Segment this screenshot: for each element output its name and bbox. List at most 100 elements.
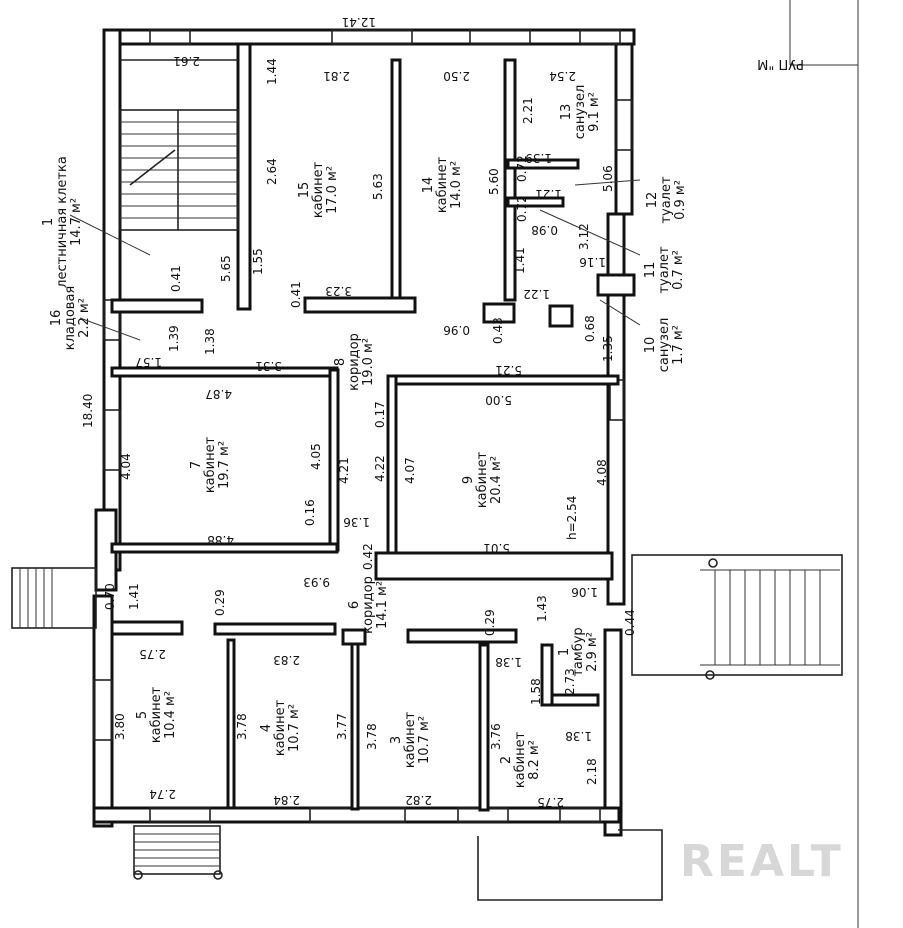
svg-text:14: 14 [421,177,436,194]
svg-text:0.96: 0.96 [443,323,470,337]
svg-text:14.1 м²: 14.1 м² [375,581,390,629]
svg-text:3.77: 3.77 [335,713,349,740]
svg-text:13: 13 [559,104,574,121]
svg-text:туалет: туалет [659,176,674,224]
overall-depth: 18.40 [81,394,95,428]
bottom-entrance-stairs [133,825,223,880]
room-11: 11 туалет 0.7 м² [643,246,686,294]
svg-text:2: 2 [499,756,514,764]
svg-text:4.04: 4.04 [119,453,133,480]
svg-text:1.55: 1.55 [251,248,265,275]
svg-text:4.07: 4.07 [403,457,417,484]
svg-text:10.7 м²: 10.7 м² [287,704,302,752]
svg-text:0.41: 0.41 [169,265,183,292]
svg-text:0.44: 0.44 [623,609,637,636]
svg-text:2.18: 2.18 [585,758,599,785]
svg-text:1.06: 1.06 [571,585,598,599]
svg-text:4.88: 4.88 [207,533,234,547]
svg-text:коридор: коридор [361,576,376,634]
svg-text:тамбур: тамбур [571,627,586,676]
watermark: REALT [680,836,844,887]
svg-text:0.7 м²: 0.7 м² [671,250,686,290]
room-1: 1 тамбур 2.9 м² [557,627,600,676]
svg-text:0.9 м²: 0.9 м² [673,180,688,220]
svg-text:0.70: 0.70 [103,583,117,610]
svg-text:19.7 м²: 19.7 м² [217,441,232,489]
svg-text:1.7 м²: 1.7 м² [671,325,686,365]
svg-text:2.82: 2.82 [405,793,432,807]
interior-walls [110,42,636,812]
svg-text:17.0 м²: 17.0 м² [325,166,340,214]
svg-text:0.16: 0.16 [303,499,317,526]
room-16: 16 кладовая 2.2 м² [49,286,92,351]
svg-text:2.9 м²: 2.9 м² [585,632,600,672]
svg-text:2.50: 2.50 [443,69,470,83]
svg-text:2.84: 2.84 [273,793,300,807]
svg-text:кабинет: кабинет [149,686,164,743]
svg-text:кабинет: кабинет [513,731,528,788]
svg-text:4: 4 [259,724,274,732]
svg-text:2.64: 2.64 [265,158,279,185]
svg-text:1.44: 1.44 [265,58,279,85]
room-15: 15 кабинет 17.0 м² [297,161,340,218]
leader-lines [69,179,641,341]
svg-text:4.22: 4.22 [373,455,387,482]
svg-text:4.05: 4.05 [309,443,323,470]
svg-text:3: 3 [389,736,404,744]
svg-text:3.23: 3.23 [325,284,352,298]
svg-text:9.93: 9.93 [303,575,330,589]
svg-text:3.31: 3.31 [255,359,282,373]
room-7: 7 кабинет 19.7 м² [189,436,232,493]
svg-text:лестничная клетка: лестничная клетка [55,156,70,288]
svg-text:2.2 м²: 2.2 м² [77,298,92,338]
room-4: 4 кабинет 10.7 м² [259,699,302,756]
svg-text:9.1 м²: 9.1 м² [587,92,602,132]
svg-text:4.87: 4.87 [205,387,232,401]
room-3: 3 кабинет 10.7 м² [389,711,432,768]
room-stairwell: 1 лестничная клетка 14.7 м² [41,156,84,288]
svg-text:0.72: 0.72 [515,155,529,182]
svg-text:кладовая: кладовая [63,286,78,351]
svg-text:3.80: 3.80 [113,713,127,740]
room-9: 9 кабинет 20.4 м² [461,451,504,508]
room-2: 2 кабинет 8.2 м² [499,731,542,788]
svg-text:0.98: 0.98 [531,223,558,237]
svg-text:1: 1 [557,648,572,656]
svg-text:8.2 м²: 8.2 м² [527,740,542,780]
svg-text:2.73: 2.73 [563,668,577,695]
svg-text:0.17: 0.17 [373,401,387,428]
svg-text:2.75: 2.75 [537,795,564,809]
svg-text:5.21: 5.21 [495,363,522,377]
svg-text:16: 16 [49,310,64,327]
room-5: 5 кабинет 10.4 м² [135,686,178,743]
svg-text:1.41: 1.41 [513,247,527,274]
svg-text:1.38: 1.38 [565,729,592,743]
svg-text:1.41: 1.41 [127,583,141,610]
svg-text:кабинет: кабинет [403,711,418,768]
svg-text:кабинет: кабинет [475,451,490,508]
svg-text:14.0 м²: 14.0 м² [449,161,464,209]
svg-text:15: 15 [297,182,312,199]
room-13: 13 санузел 9.1 м² [559,85,602,140]
svg-text:кабинет: кабинет [273,699,288,756]
svg-text:санузел: санузел [573,85,588,140]
svg-text:1: 1 [41,218,56,226]
svg-text:кабинет: кабинет [203,436,218,493]
svg-text:14.7 м²: 14.7 м² [69,198,84,246]
svg-text:коридор: коридор [347,333,362,391]
svg-text:2.75: 2.75 [139,647,166,661]
svg-text:1.39: 1.39 [525,151,552,165]
svg-text:5.65: 5.65 [219,255,233,282]
svg-text:12: 12 [645,192,660,209]
stamp-text: РУП "М [757,56,804,71]
dimension-labels: 2.61 2.81 2.50 2.54 1.44 2.64 5.63 5.60 … [103,54,637,809]
svg-text:1.38: 1.38 [495,655,522,669]
svg-text:1.36: 1.36 [343,515,370,529]
svg-text:9: 9 [461,476,476,484]
svg-text:0.72: 0.72 [515,195,529,222]
porch-outline [477,829,663,901]
svg-text:11: 11 [643,262,658,279]
svg-text:4.21: 4.21 [337,457,351,484]
svg-text:1.22: 1.22 [523,287,550,301]
svg-text:5.01: 5.01 [483,541,510,555]
